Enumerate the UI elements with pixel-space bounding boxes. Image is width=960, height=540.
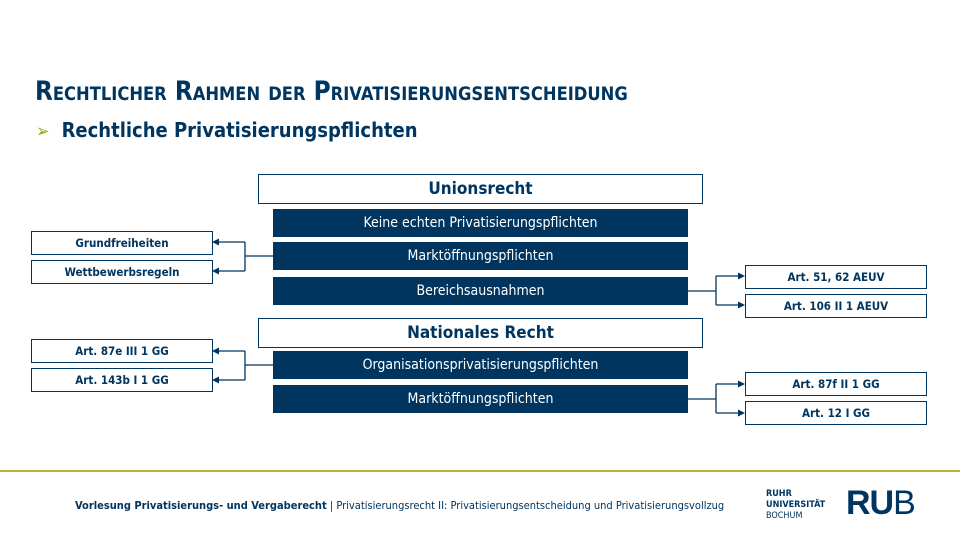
national-item-organisation: Organisationsprivatisierungspflichten: [273, 351, 688, 379]
subtitle-text: Rechtliche Privatisierungspflichten: [61, 118, 418, 142]
slide-subtitle: ➢ Rechtliche Privatisierungspflichten: [36, 118, 418, 142]
national-right-box: Art. 87f II 1 GG: [745, 372, 927, 396]
union-right-box: Art. 106 II 1 AEUV: [745, 294, 927, 318]
footer-topic: Privatisierungsrecht II: Privatisierungs…: [336, 499, 725, 512]
footer-separator: |: [326, 499, 337, 512]
university-line: UNIVERSITÄT: [766, 500, 826, 510]
union-item-no-obligations: Keine echten Privatisierungspflichten: [273, 209, 688, 237]
university-name: RUHR UNIVERSITÄT BOCHUM: [766, 489, 825, 522]
national-heading: Nationales Recht: [258, 318, 703, 348]
union-item-market-opening: Marktöffnungspflichten: [273, 242, 688, 270]
arrow-bullet-icon: ➢: [36, 121, 50, 142]
slide-title: Rechtlicher Rahmen der Privatisierungsen…: [35, 76, 628, 107]
university-line: BOCHUM: [766, 511, 803, 521]
university-line: RUHR: [766, 489, 792, 499]
national-right-box: Art. 12 I GG: [745, 401, 927, 425]
rub-logo: RUB: [846, 484, 916, 522]
union-heading: Unionsrecht: [258, 174, 703, 204]
union-left-box: Wettbewerbsregeln: [31, 260, 213, 284]
footer-course: Vorlesung Privatisierungs- und Vergabere…: [75, 499, 327, 512]
footer-divider: [0, 470, 960, 472]
national-item-market-opening: Marktöffnungspflichten: [273, 385, 688, 413]
union-item-exceptions: Bereichsausnahmen: [273, 277, 688, 305]
national-left-box: Art. 143b I 1 GG: [31, 368, 213, 392]
footer-text: Vorlesung Privatisierungs- und Vergabere…: [75, 499, 724, 512]
union-right-box: Art. 51, 62 AEUV: [745, 265, 927, 289]
national-left-box: Art. 87e III 1 GG: [31, 339, 213, 363]
union-left-box: Grundfreiheiten: [31, 231, 213, 255]
